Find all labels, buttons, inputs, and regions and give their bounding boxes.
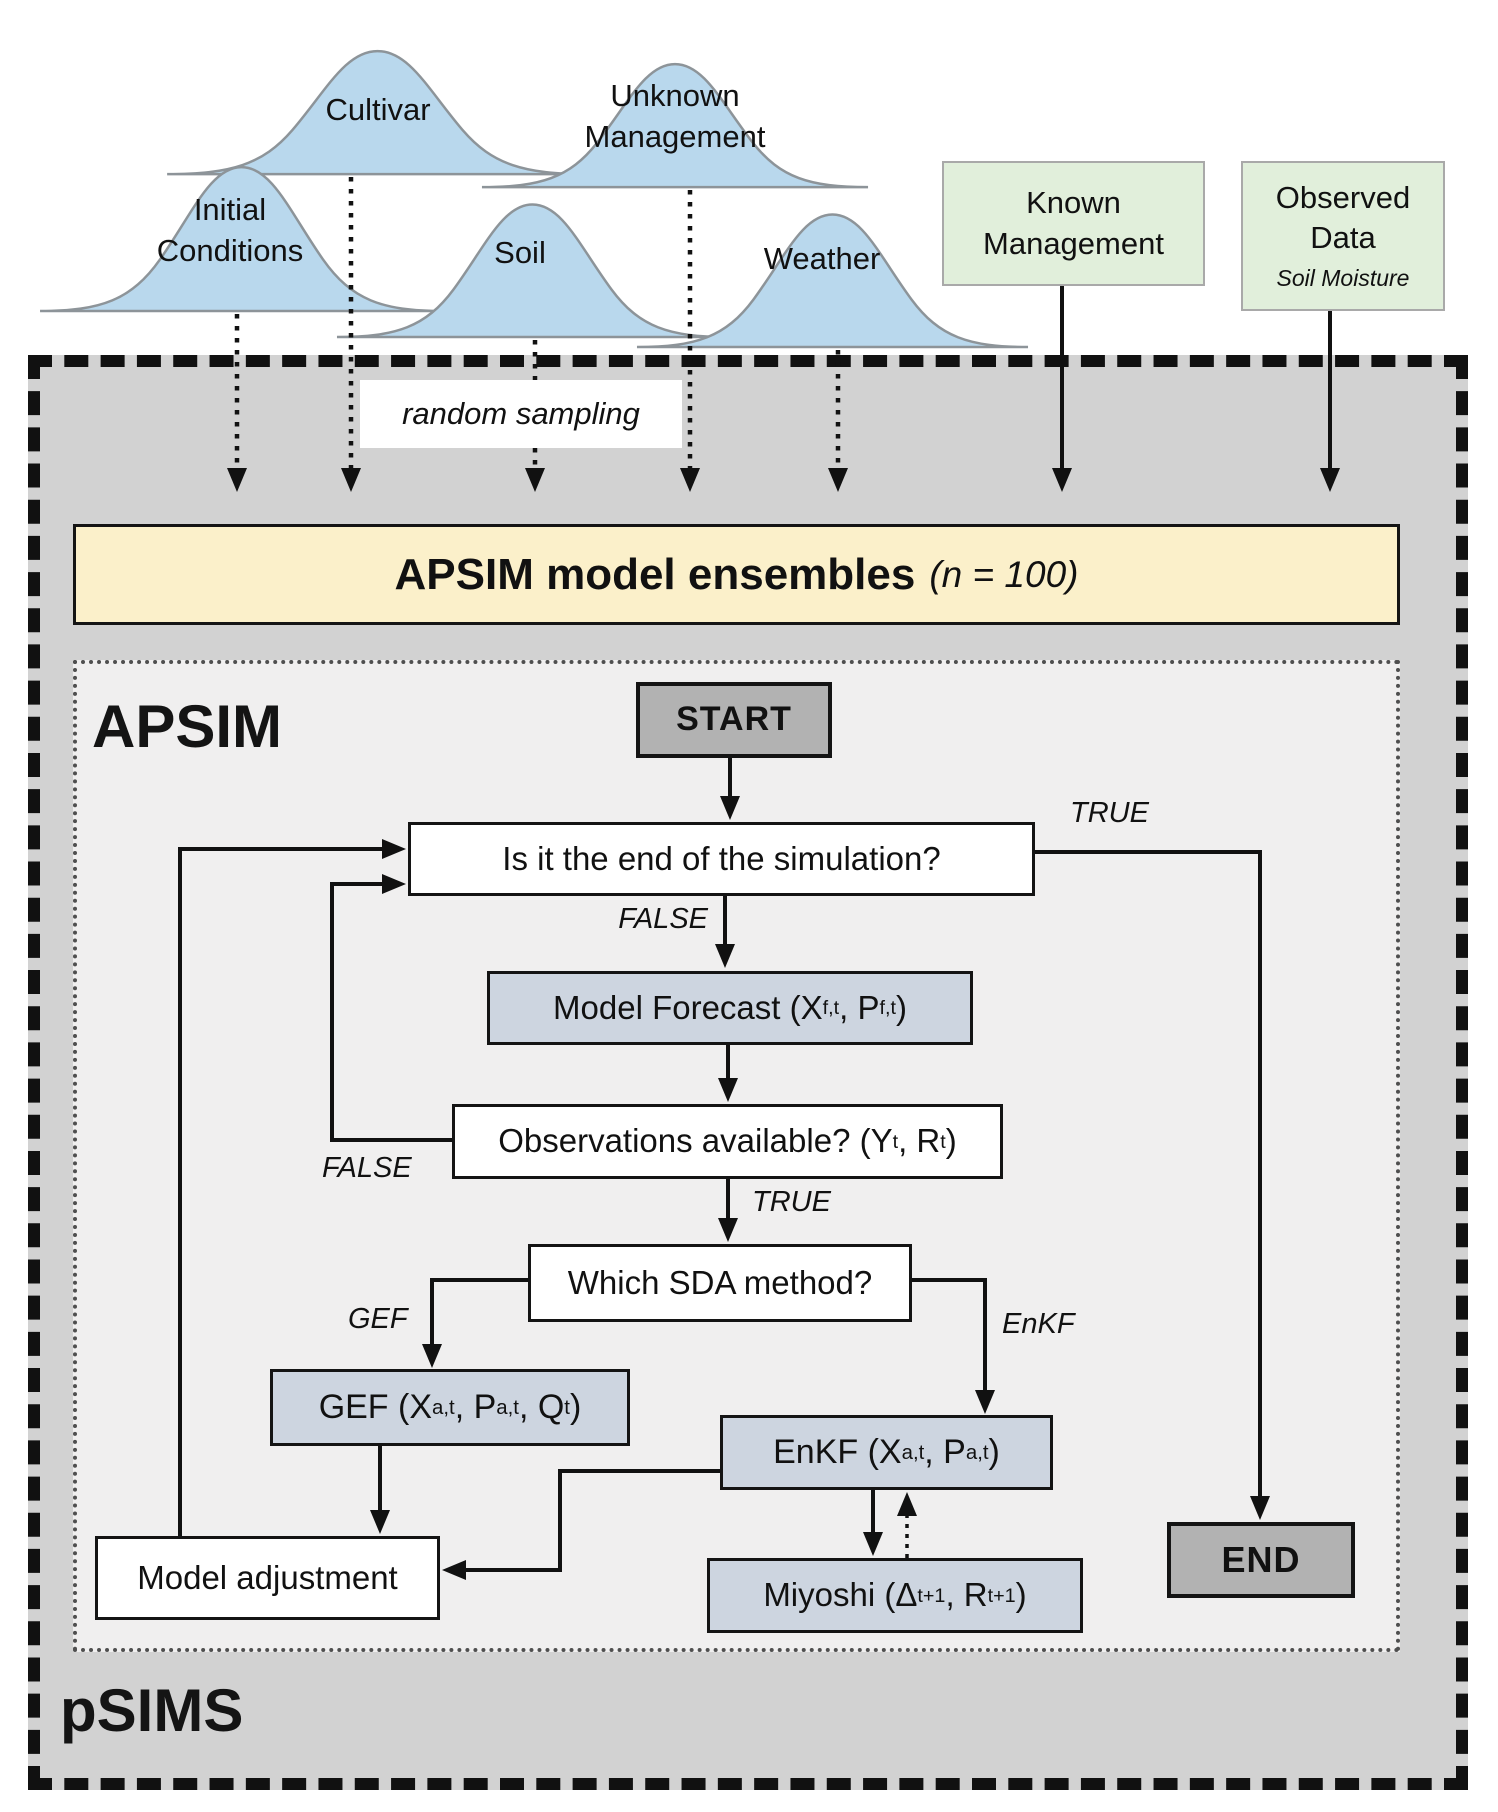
known-management-box: Known Management	[942, 161, 1205, 286]
observations-true-label: TRUE	[752, 1186, 831, 1218]
end-node: END	[1167, 1522, 1355, 1598]
observed-data-subtitle: Soil Moisture	[1276, 265, 1410, 292]
observations-false-label: FALSE	[322, 1152, 412, 1184]
end-question-node: Is it the end of the simulation?	[408, 822, 1035, 896]
unknown-management-label: Unknown Management	[584, 78, 766, 154]
random-sampling-text: random sampling	[402, 396, 640, 431]
cultivar-label: Cultivar	[325, 92, 431, 127]
observed-data-label: Observed Data	[1275, 179, 1411, 256]
banner-note: (n = 100)	[929, 553, 1079, 595]
known-management-label: Known Management	[983, 185, 1164, 261]
observed-data-box: Observed Data Soil Moisture	[1241, 161, 1445, 311]
weather-label: Weather	[763, 241, 881, 276]
banner-title: APSIM model ensembles	[394, 549, 916, 599]
soil-label: Soil	[494, 235, 546, 270]
enkf-branch-label: EnKF	[1002, 1308, 1075, 1340]
sda-method-node: Which SDA method?	[528, 1244, 912, 1322]
psims-section-label: pSIMS	[60, 1677, 244, 1744]
gef-branch-label: GEF	[348, 1303, 408, 1335]
false-branch-label: FALSE	[618, 903, 708, 935]
random-sampling-label: random sampling	[360, 380, 682, 448]
start-node: START	[636, 682, 832, 758]
apsim-ensembles-banner: APSIM model ensembles (n = 100)	[73, 524, 1400, 625]
initial-conditions-label: Initial Conditions	[156, 192, 304, 268]
true-branch-label: TRUE	[1070, 797, 1149, 829]
apsim-section-label: APSIM	[92, 693, 283, 760]
model-adjustment-node: Model adjustment	[95, 1536, 440, 1620]
